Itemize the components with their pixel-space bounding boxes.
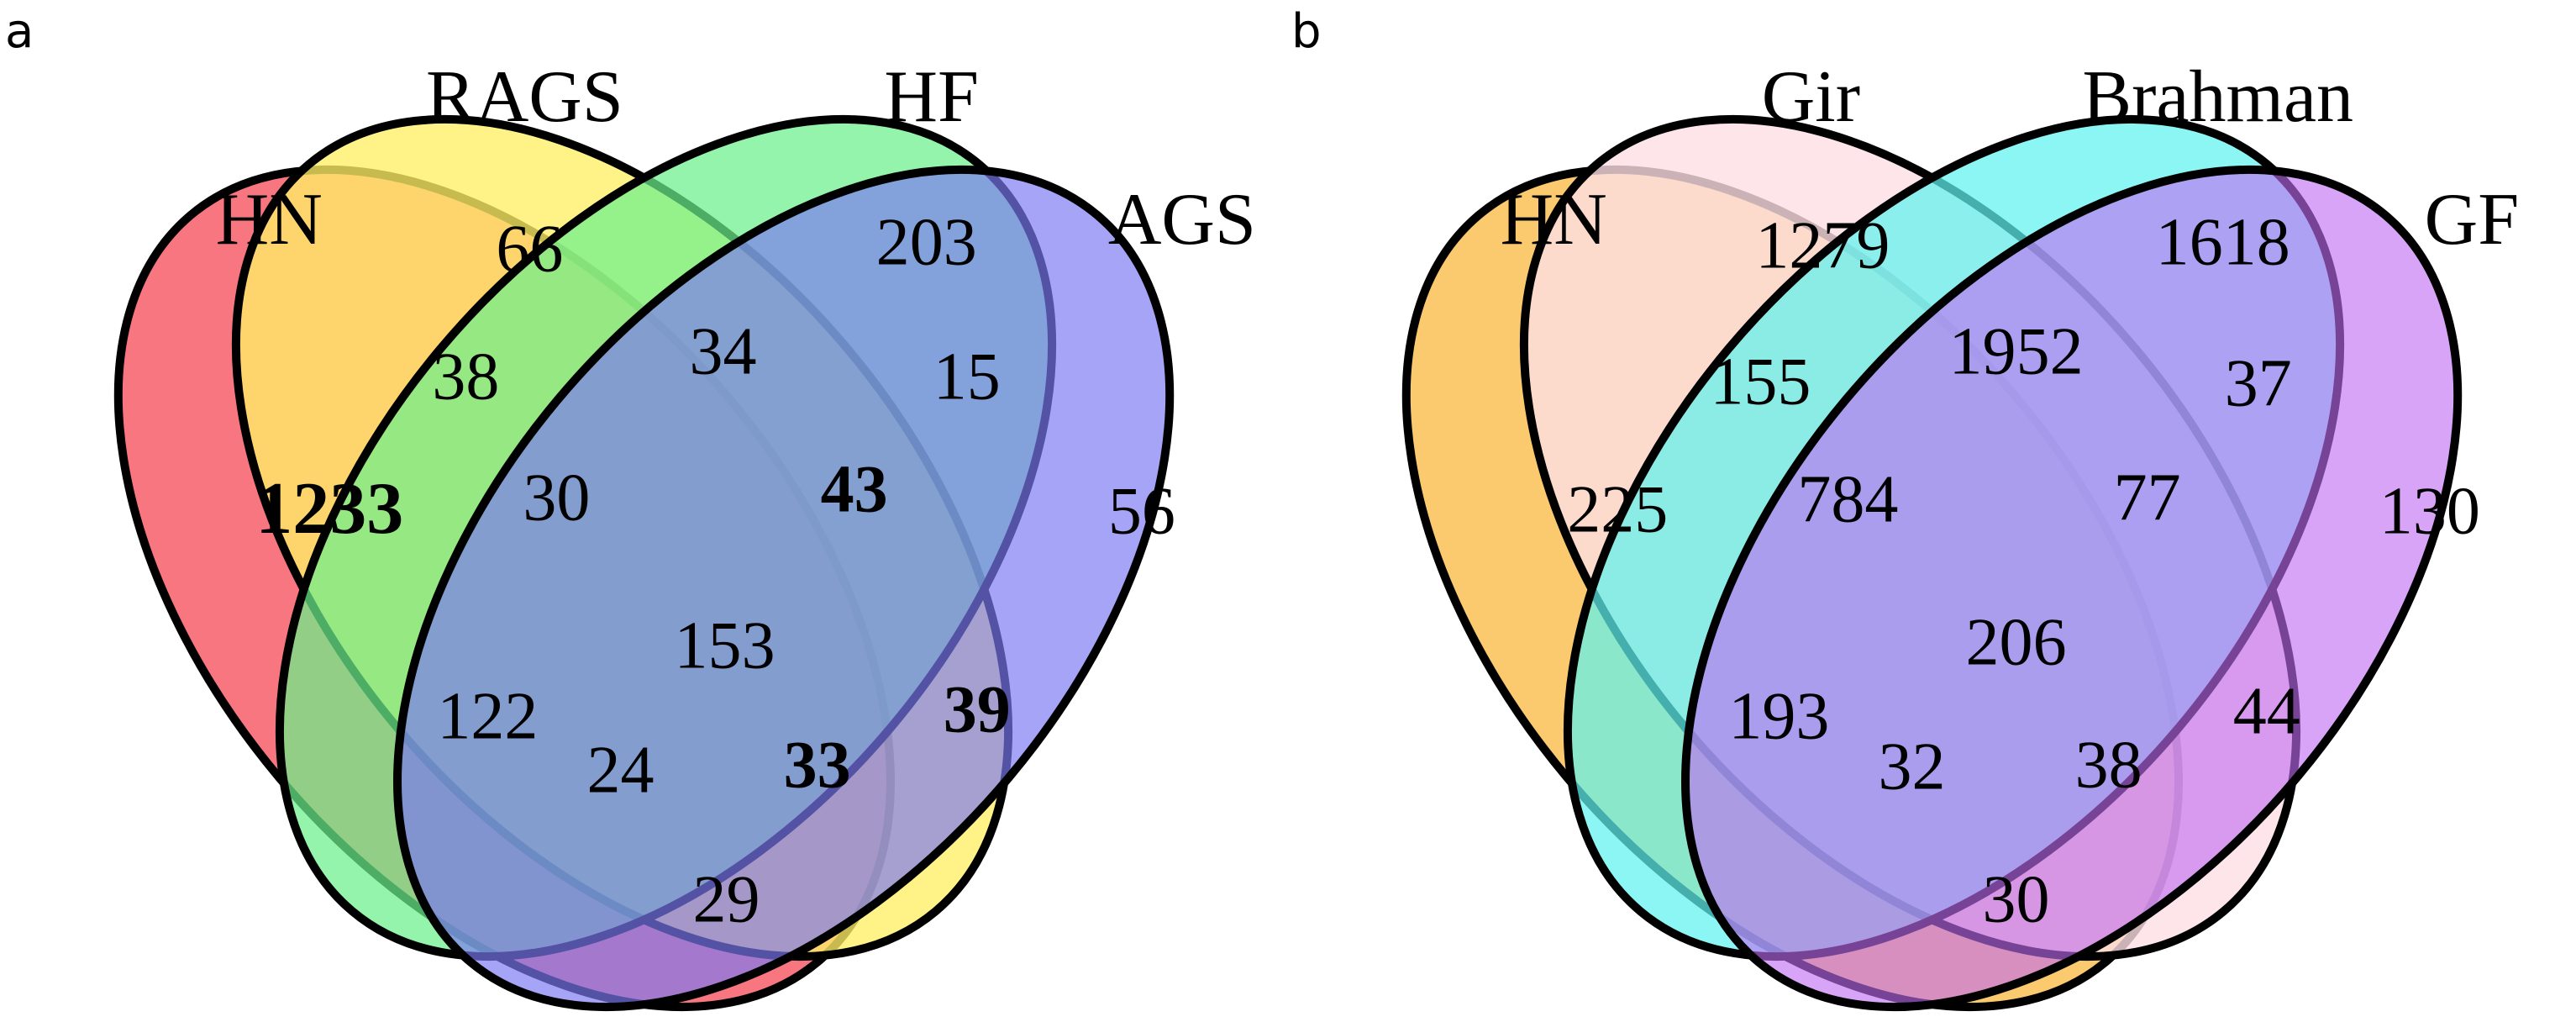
cell-gir-gf: 44 [2233, 674, 2300, 748]
cell-hn-rags-ags: 33 [784, 728, 851, 802]
cell-hf-ags: 15 [933, 340, 1001, 414]
cell-hn-rags-hf: 30 [523, 461, 590, 535]
panel-b-venn-svg: HN Gir Brahman GF 225 1279 1618 130 155 … [1401, 56, 2520, 1012]
panel-a-cell-values: 1233 66 203 56 38 34 15 30 43 153 122 24… [255, 205, 1175, 936]
cell-hn: 1233 [255, 468, 403, 550]
cell-hn-gf: 30 [1983, 862, 2050, 936]
cell-hn-gir: 155 [1710, 345, 1811, 419]
panel-b-cell-values: 225 1279 1618 130 155 1952 37 784 77 206… [1567, 205, 2480, 936]
cell-gir-brahman: 1952 [1949, 314, 2084, 388]
cell-rags-hf: 34 [690, 314, 757, 388]
set-label-hn: HN [216, 179, 323, 261]
cell-hn-brahman-gf: 32 [1878, 730, 1945, 803]
panel-b-ellipses [1401, 114, 2463, 1012]
set-label-ags: AGS [1108, 179, 1256, 261]
panel-a-venn-svg: HN RAGS HF AGS 1233 66 203 56 38 34 15 3… [113, 56, 1256, 1012]
cell-rags-hf-ags: 43 [821, 452, 888, 526]
set-label-brahman: Brahman [2082, 56, 2353, 138]
cell-brahman: 1618 [2156, 205, 2290, 279]
cell-brahman-gf: 37 [2225, 346, 2292, 420]
cell-gir-brahman-gf: 77 [2114, 461, 2181, 535]
ellipse-set-4 [393, 165, 1175, 1012]
cell-hn-gir-brahman: 784 [1797, 462, 1898, 536]
cell-gf: 130 [2379, 474, 2480, 548]
cell-rags: 66 [496, 212, 563, 286]
panel-b-set-labels: HN Gir Brahman GF [1501, 56, 2520, 261]
cell-hn-rags: 38 [432, 340, 499, 414]
set-label-hn: HN [1501, 179, 1607, 261]
cell-hn-hf: 122 [437, 679, 538, 753]
set-label-hf: HF [884, 56, 979, 138]
ellipse-set-4 [1681, 165, 2463, 1012]
cell-hn-ags: 29 [693, 862, 760, 936]
cell-ags: 56 [1108, 474, 1175, 548]
cell-hn-gir-gf: 38 [2075, 728, 2142, 802]
cell-hn-hf-ags: 24 [586, 733, 654, 807]
panel-b-letter: b [1291, 4, 1322, 59]
set-label-gir: Gir [1762, 56, 1860, 138]
cell-gir: 1279 [1755, 208, 1890, 282]
panel-a: a HN RAGS HF AGS 1233 66 203 56 38 34 [5, 4, 1256, 1012]
set-label-gf: GF [2425, 179, 2520, 261]
panel-a-set-labels: HN RAGS HF AGS [216, 56, 1256, 261]
cell-all: 206 [1966, 605, 2067, 679]
panel-b: b HN Gir Brahman GF 225 1279 1618 130 15… [1288, 0, 2576, 1022]
cell-all: 153 [675, 608, 775, 682]
cell-hf: 203 [876, 205, 977, 279]
cell-hn: 225 [1567, 472, 1668, 546]
panel-a-letter: a [5, 4, 34, 59]
cell-hn-brahman: 193 [1728, 679, 1829, 753]
cell-rags-ags: 39 [944, 672, 1011, 746]
panel-a-ellipses [113, 114, 1175, 1012]
set-label-rags: RAGS [426, 56, 623, 138]
